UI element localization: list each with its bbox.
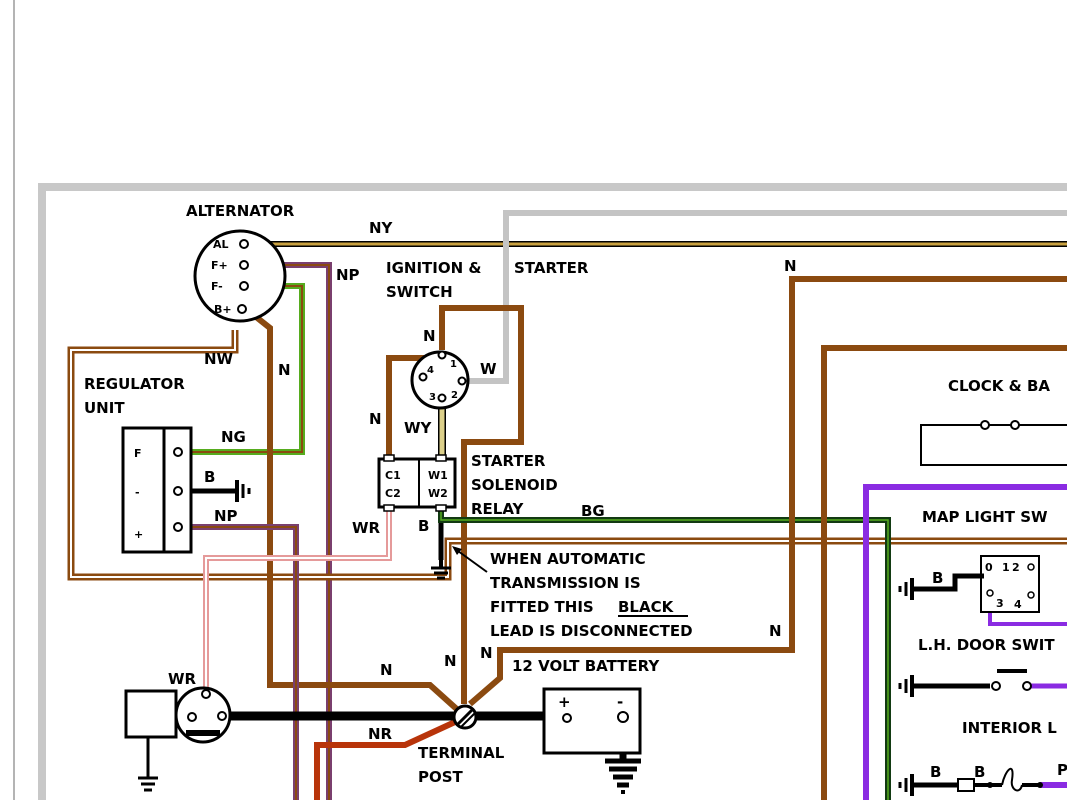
alt-pin-fplus: F+ [211, 259, 228, 272]
regulator-unit: F - + [121, 426, 193, 554]
map-light-label: MAP LIGHT SW [922, 508, 1048, 526]
map-pin-3: 3 [996, 597, 1004, 610]
label-np-reg: NP [214, 507, 238, 525]
label-n-ign: N [423, 327, 436, 345]
label-wr-starter: WR [168, 670, 197, 688]
alt-pin-fminus: F- [211, 280, 223, 293]
earth-symbol [605, 758, 641, 794]
solenoid-label-3: RELAY [471, 500, 525, 518]
wire-n-alt [244, 306, 463, 715]
battery: + - [542, 687, 642, 755]
sol-pin-w1: W1 [428, 469, 448, 482]
ign-pin-3: 3 [429, 392, 436, 403]
battery-label: 12 VOLT BATTERY [512, 657, 660, 675]
label-b-reg: B [204, 468, 215, 486]
note-arrow [457, 550, 488, 573]
map-pin-0: 0 [985, 561, 993, 574]
note-line-1: WHEN AUTOMATIC [490, 550, 646, 568]
wire-nr [314, 719, 457, 800]
label-n-bat2: N [480, 644, 493, 662]
diagram-frame [38, 183, 1067, 800]
earth-symbol [431, 560, 451, 580]
ignition-switch: 1 2 3 4 [410, 350, 470, 410]
ign-pin-4: 4 [427, 365, 434, 376]
map-light-switch: 0 1 2 3 4 [980, 555, 1040, 613]
alt-pin-al: AL [213, 238, 229, 251]
map-pin-4: 4 [1014, 598, 1022, 611]
label-b-sol: B [418, 517, 429, 535]
ign-pin-1: 1 [450, 359, 457, 370]
wire-np-reg [183, 524, 299, 800]
map-earth-wire [912, 573, 984, 592]
label-n-bat1: N [444, 652, 457, 670]
solenoid-relay: C1 C2 W1 W2 [377, 454, 457, 512]
ignition-label-1: IGNITION & [386, 259, 481, 277]
reg-pin-plus: + [134, 528, 143, 541]
sol-pin-c2: C2 [385, 487, 401, 500]
earth-symbol [138, 737, 158, 792]
clock-unit [920, 420, 1067, 466]
terminal-label-2: POST [418, 768, 464, 786]
reg-pin-minus: - [135, 486, 140, 499]
regulator-label-2: UNIT [84, 399, 125, 417]
battery-minus-sign: - [617, 693, 623, 711]
clock-label: CLOCK & BA [948, 377, 1050, 395]
label-b-map: B [932, 569, 943, 587]
note-line-3b: BLACK [618, 598, 675, 616]
label-b-int1: B [930, 763, 941, 781]
label-np-top: NP [336, 266, 360, 284]
wire-w-grey [466, 210, 1067, 384]
alt-pin-bplus: B+ [214, 303, 232, 316]
label-p-int: P [1057, 761, 1067, 779]
label-ng: NG [221, 428, 246, 446]
regulator-label-1: REGULATOR [84, 375, 185, 393]
note-line-2: TRANSMISSION IS [490, 574, 641, 592]
wire-n-ign-loop [439, 305, 524, 704]
label-nw: NW [204, 350, 234, 368]
door-switch-label: L.H. DOOR SWIT [918, 636, 1055, 654]
solenoid-label-2: SOLENOID [471, 476, 558, 494]
note-line-3a: FITTED THIS [490, 598, 594, 616]
battery-plus-sign: + [558, 693, 571, 711]
earth-symbol [235, 480, 251, 502]
label-n-alt: N [278, 361, 291, 379]
label-b-int2: B [974, 763, 985, 781]
label-ny: NY [369, 219, 394, 237]
wire-violet [863, 484, 1067, 800]
map-pin-1: 1 [1002, 561, 1010, 574]
wire-n-right [468, 276, 1067, 707]
label-n-top-right: N [784, 257, 797, 275]
starter-motor [124, 686, 232, 744]
note-line-4: LEAD IS DISCONNECTED [490, 622, 693, 640]
ignition-label-1b: STARTER [514, 259, 589, 277]
door-switch [912, 669, 1032, 691]
alternator: AL F+ F- B+ [193, 229, 287, 323]
interior-label: INTERIOR L [962, 719, 1057, 737]
earth-symbol [898, 578, 914, 600]
label-wr-sol: WR [352, 519, 381, 537]
map-pin-2: 2 [1012, 561, 1020, 574]
wire-labels: NY NP NW N N N N WY W NG B NP WR B BG N … [168, 219, 1067, 781]
alternator-label: ALTERNATOR [186, 202, 295, 220]
ign-pin-2: 2 [451, 390, 458, 401]
label-n-left: N [369, 410, 382, 428]
terminal-label-1: TERMINAL [418, 744, 505, 762]
label-n-note: N [769, 622, 782, 640]
earth-symbol [898, 774, 914, 796]
label-bg: BG [581, 502, 605, 520]
earth-symbol [898, 675, 914, 697]
reg-pin-f: F [134, 447, 142, 460]
interior-light [912, 767, 1043, 792]
solenoid-label-1: STARTER [471, 452, 546, 470]
label-nr: NR [368, 725, 393, 743]
sol-pin-c1: C1 [385, 469, 401, 482]
terminal-post [452, 704, 478, 730]
label-wy: WY [404, 419, 433, 437]
label-n-center: N [380, 661, 393, 679]
label-w: W [480, 360, 497, 378]
ignition-label-2: SWITCH [386, 283, 453, 301]
wire-n-inner [821, 345, 1067, 800]
sol-pin-w2: W2 [428, 487, 448, 500]
